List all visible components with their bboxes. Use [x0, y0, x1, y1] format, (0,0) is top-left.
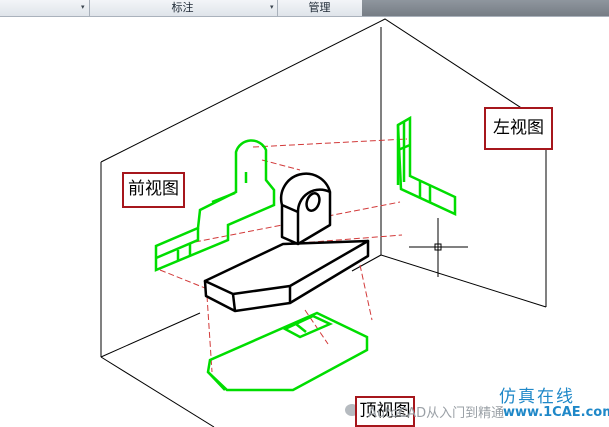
left-view-projection	[396, 115, 457, 216]
top-view-label: 顶视图	[355, 396, 415, 427]
front-view-projection	[154, 139, 276, 272]
ribbon-separator	[89, 0, 90, 16]
ribbon-separator	[277, 0, 278, 16]
panel-expand-arrow-annotate[interactable]: ▾	[270, 3, 274, 11]
top-view-projection	[206, 311, 369, 392]
isometric-part	[203, 172, 370, 313]
ribbon-empty-area	[362, 0, 609, 16]
ribbon-bar: ▾ 标注 ▾ 管理	[0, 0, 609, 17]
crosshair-cursor-icon	[409, 218, 468, 277]
ribbon-panel-left[interactable]	[0, 0, 88, 16]
projection-box	[100, 18, 547, 427]
watermark-text: AutoCAD从入门到精通	[368, 406, 505, 421]
ribbon-panel-manage[interactable]: 管理	[308, 1, 331, 14]
brand-url: www.1CAE.com	[503, 405, 609, 420]
front-view-label: 前视图	[122, 172, 185, 208]
brand-name: 仿真在线	[499, 387, 575, 407]
ribbon-panel-annotate[interactable]: 标注	[171, 1, 194, 14]
panel-expand-arrow[interactable]: ▾	[81, 3, 85, 11]
drawing-canvas[interactable]	[0, 17, 609, 427]
left-view-label: 左视图	[484, 107, 553, 150]
